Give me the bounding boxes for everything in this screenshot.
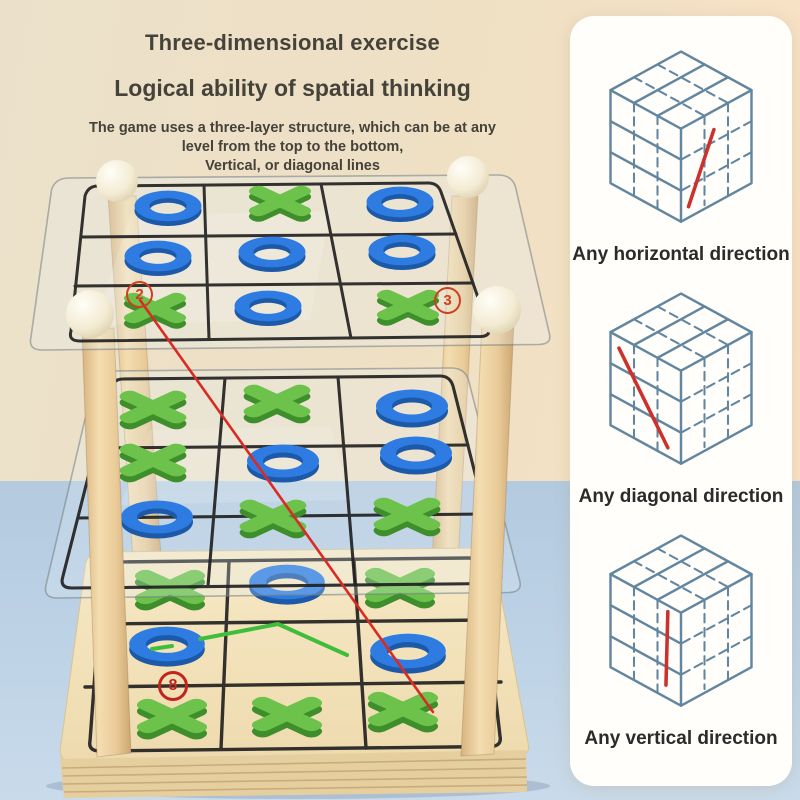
direction-caption: Any horizontal direction xyxy=(572,244,790,265)
corner-ball xyxy=(96,160,138,202)
direction-item-horizontal: Any horizontal direction xyxy=(572,40,790,266)
piece-x xyxy=(248,185,312,217)
direction-caption: Any vertical direction xyxy=(584,728,778,749)
red-annotation-line xyxy=(138,298,435,714)
piece-x-bar xyxy=(119,443,187,477)
board-bottom xyxy=(59,547,529,798)
board-top xyxy=(29,174,551,351)
piece-x xyxy=(239,499,307,533)
cube-diagram-vertical xyxy=(609,534,753,707)
piece-x xyxy=(119,443,187,477)
piece-x-bar xyxy=(136,698,208,734)
piece-o xyxy=(234,290,302,322)
piece-x-bar xyxy=(243,384,311,418)
cube-win-line xyxy=(686,127,716,209)
title-line-2: Logical ability of spatial thinking xyxy=(114,75,471,101)
corner-ball xyxy=(473,286,521,334)
board-middle xyxy=(44,367,521,599)
cube-solid-lines xyxy=(609,50,753,223)
piece-x xyxy=(243,384,311,418)
piece-o xyxy=(124,240,192,272)
piece-x xyxy=(251,696,323,732)
piece-o xyxy=(368,234,436,266)
cube-diagram-diagonal xyxy=(609,292,753,465)
corner-ball xyxy=(447,156,489,198)
piece-x-bar xyxy=(119,390,187,424)
piece-x xyxy=(136,698,208,734)
piece-o xyxy=(247,444,319,478)
cube-win-line xyxy=(617,346,670,450)
piece-x-bar xyxy=(248,185,312,217)
green-annotation-line xyxy=(150,622,349,657)
direction-item-vertical: Any vertical direction xyxy=(584,524,778,750)
piece-x-bar xyxy=(251,696,323,732)
piece-x-bar xyxy=(123,292,187,324)
header: Three-dimensional exercise Logical abili… xyxy=(35,30,550,176)
piece-o xyxy=(380,436,452,470)
piece-x-bar xyxy=(373,497,441,531)
piece-x xyxy=(376,289,440,321)
description-line: Vertical, or diagonal lines xyxy=(205,158,380,174)
piece-x xyxy=(119,390,187,424)
title-line-1: Three-dimensional exercise xyxy=(145,30,440,55)
piece-x xyxy=(367,691,439,727)
corner-ball xyxy=(66,290,114,338)
piece-o xyxy=(366,186,434,218)
piece-x-bar xyxy=(239,499,307,533)
cube-win-line xyxy=(664,609,670,687)
number-badge-3: 3 xyxy=(434,287,461,314)
direction-caption: Any diagonal direction xyxy=(578,486,784,507)
cube-dashed-lines xyxy=(632,63,753,210)
description-line: level from the top to the bottom, xyxy=(181,139,404,155)
piece-o xyxy=(121,500,193,534)
pieces-top xyxy=(123,185,440,329)
piece-o xyxy=(129,626,205,662)
pieces-middle xyxy=(119,384,452,539)
description-line: The game uses a three-layer structure, w… xyxy=(89,120,496,136)
piece-o xyxy=(134,190,202,222)
plywood-stripes xyxy=(61,758,528,793)
piece-o xyxy=(370,633,446,669)
cube-diagram-horizontal xyxy=(609,50,753,223)
description: The game uses a three-layer structure, w… xyxy=(35,119,550,176)
number-badge-2: 2 xyxy=(126,281,153,308)
cube-solid-lines xyxy=(609,292,753,465)
number-badge-8: 8 xyxy=(158,671,188,701)
direction-item-diagonal: Any diagonal direction xyxy=(578,282,784,508)
cube-solid-lines xyxy=(609,534,753,707)
piece-o xyxy=(238,236,306,268)
piece-x xyxy=(373,497,441,531)
piece-x-bar xyxy=(367,691,439,727)
cube-dashed-lines xyxy=(632,547,753,694)
direction-panel: Any horizontal direction xyxy=(570,16,792,786)
piece-x-bar xyxy=(376,289,440,321)
piece-o xyxy=(376,389,448,423)
cube-dashed-lines xyxy=(632,305,753,452)
corner-balls xyxy=(66,156,521,338)
piece-o xyxy=(249,564,325,600)
